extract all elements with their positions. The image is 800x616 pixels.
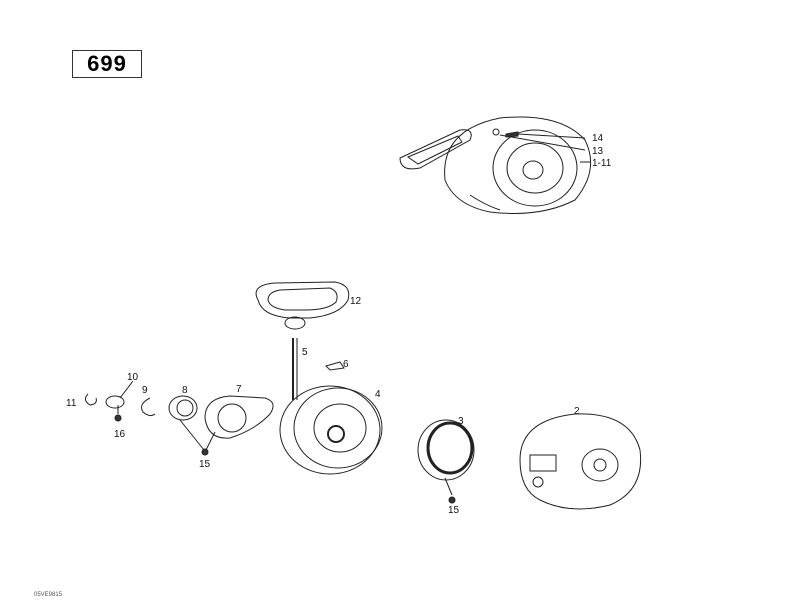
callout-2: 2	[574, 406, 580, 417]
clip-9	[141, 397, 156, 417]
rope	[292, 338, 298, 400]
callout-15-left: 15	[199, 459, 211, 470]
callout-9: 9	[142, 385, 148, 396]
callout-12: 12	[350, 296, 362, 307]
part-7	[204, 395, 274, 439]
callout-16: 16	[114, 429, 126, 440]
part-3	[417, 419, 475, 504]
callout-15-right: 15	[448, 505, 460, 516]
spring	[168, 395, 198, 421]
callout-10: 10	[127, 372, 139, 383]
part-6	[325, 361, 345, 371]
footer-code: 05VE9815	[34, 592, 63, 598]
ring-11	[84, 393, 97, 406]
callout-1-11: 1-11	[592, 158, 612, 169]
callout-8: 8	[182, 385, 188, 396]
nut-15-left	[179, 419, 216, 456]
handle	[255, 281, 350, 330]
callout-13: 13	[592, 146, 604, 157]
recoil-starter-assembly	[399, 116, 592, 214]
callout-4: 4	[375, 389, 381, 400]
nut-16	[114, 405, 122, 422]
pulley	[279, 385, 383, 475]
housing	[519, 413, 642, 510]
callout-6: 6	[343, 359, 349, 370]
callout-11: 11	[66, 398, 77, 409]
callout-5: 5	[302, 347, 308, 358]
callout-7: 7	[236, 384, 242, 395]
page-number-badge: 699	[72, 50, 142, 78]
callout-3: 3	[458, 416, 464, 427]
part-10	[105, 380, 134, 409]
callout-14: 14	[592, 133, 604, 144]
